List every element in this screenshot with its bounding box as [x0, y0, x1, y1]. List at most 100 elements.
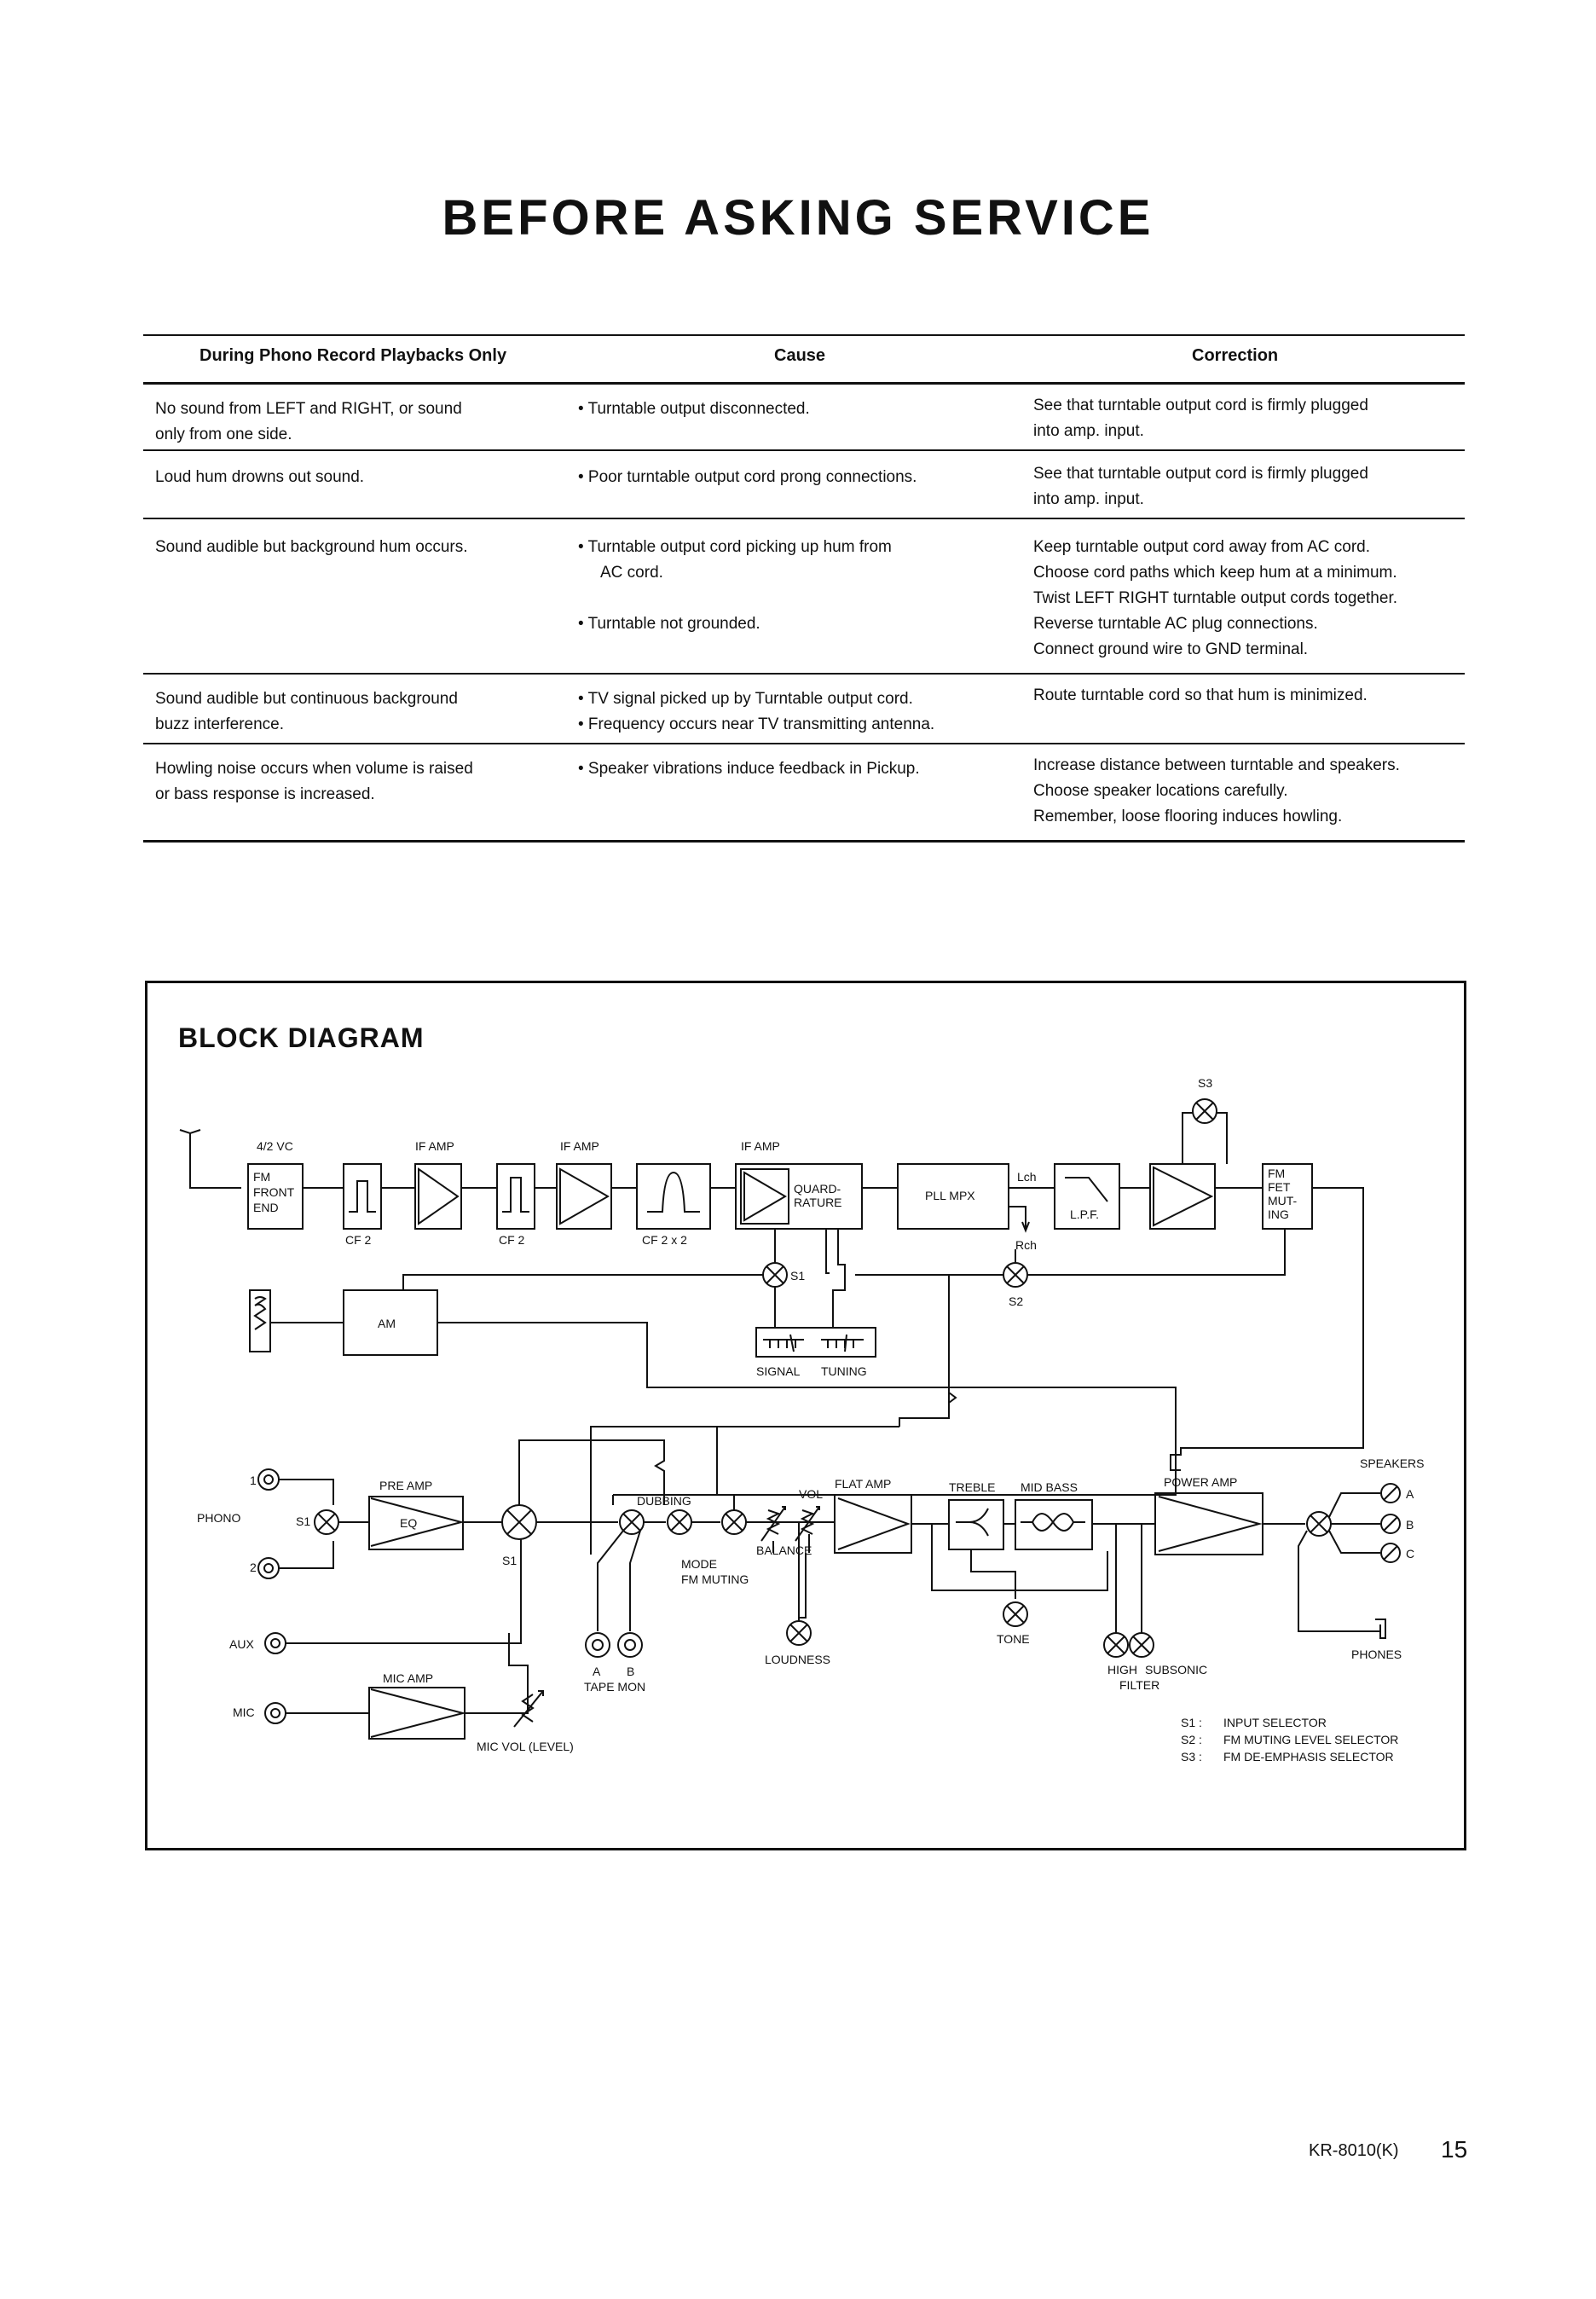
mic-vol-label: MIC VOL (LEVEL)	[477, 1740, 574, 1753]
if-amp-label: IF AMP	[415, 1139, 454, 1153]
lpf-label: L.P.F.	[1070, 1207, 1099, 1221]
quadrature-label: RATURE	[794, 1196, 842, 1209]
balance-control-icon	[760, 1506, 786, 1542]
legend-value: INPUT SELECTOR	[1223, 1716, 1327, 1729]
correction-line: into amp. input.	[1033, 422, 1144, 440]
symptom-line: buzz interference.	[155, 715, 285, 733]
fm-fet-muting-block	[1262, 1163, 1313, 1230]
phono-1-jack-icon	[257, 1468, 280, 1491]
tape-mon-label: TAPE MON	[584, 1680, 645, 1694]
am-label: AM	[378, 1317, 396, 1330]
s1-label: S1	[790, 1269, 805, 1283]
phono-selector-icon	[314, 1509, 339, 1535]
flat-amp-block	[834, 1494, 912, 1554]
troubleshooting-table: During Phono Record Playbacks Only Cause…	[143, 334, 1465, 843]
table-row: Loud hum drowns out sound. • Poor turnta…	[143, 451, 1465, 519]
cause-cell: • Turntable output cord picking up hum f…	[578, 535, 1141, 637]
cf2-label: CF 2	[499, 1233, 525, 1247]
correction-cell: Increase distance between turntable and …	[1033, 753, 1460, 830]
s2-label: S2	[1009, 1294, 1023, 1308]
legend-key: S3 :	[1181, 1750, 1202, 1763]
correction-cell: See that turntable output cord is firmly…	[1033, 461, 1460, 512]
correction-line: See that turntable output cord is firmly…	[1033, 397, 1368, 414]
treble-label: TREBLE	[949, 1480, 995, 1494]
symptom-cell: Loud hum drowns out sound.	[155, 465, 530, 490]
if-amp-2	[556, 1163, 612, 1230]
correction-line: Reverse turntable AC plug connections.	[1033, 615, 1318, 633]
if-amp-label: IF AMP	[741, 1139, 780, 1153]
mode-label: MODE	[681, 1557, 717, 1571]
balance-label: BALANCE	[756, 1543, 812, 1557]
correction-line: into amp. input.	[1033, 490, 1144, 508]
phones-label: PHONES	[1351, 1648, 1402, 1661]
correction-line: See that turntable output cord is firmly…	[1033, 465, 1368, 483]
cause-line: • Turntable output cord picking up hum f…	[578, 538, 892, 556]
mode-switch-icon	[721, 1509, 747, 1535]
tone-label: TONE	[997, 1632, 1030, 1646]
block-diagram-svg: 4/2 VC FM FRONT END CF 2 IF AMP CF 2	[179, 1076, 1424, 1763]
correction-cell: Keep turntable output cord away from AC …	[1033, 535, 1460, 663]
table-row: No sound from LEFT and RIGHT, or sound o…	[143, 385, 1465, 451]
input-1-label: 1	[250, 1474, 257, 1487]
legend-key: S2 :	[1181, 1733, 1202, 1746]
header-cause: Cause	[774, 346, 826, 365]
mid-bass-block	[1015, 1499, 1093, 1550]
speaker-b-terminal-icon	[1380, 1514, 1401, 1534]
treble-block	[948, 1499, 1004, 1550]
symptom-line: Sound audible but background hum occurs.	[155, 538, 468, 556]
cause-cell: • TV signal picked up by Turntable outpu…	[578, 686, 1141, 738]
correction-line: Keep turntable output cord away from AC …	[1033, 538, 1370, 556]
legend-value: FM DE-EMPHASIS SELECTOR	[1223, 1750, 1394, 1763]
table-row: Howling noise occurs when volume is rais…	[143, 744, 1465, 843]
s1-phono-label: S1	[296, 1514, 310, 1528]
phono-2-jack-icon	[257, 1557, 280, 1579]
ceramic-filter-2	[496, 1163, 535, 1230]
speaker-selector-icon	[1306, 1511, 1332, 1537]
mic-jack-icon	[264, 1702, 286, 1724]
antenna-icon	[179, 1129, 241, 1189]
cf2x2-label: CF 2 x 2	[642, 1233, 687, 1247]
table-row: Sound audible but continuous background …	[143, 675, 1465, 744]
speakers-label: SPEAKERS	[1360, 1456, 1424, 1470]
phono-label: PHONO	[197, 1511, 240, 1525]
tape-a-jack-icon	[585, 1632, 610, 1658]
filter-label: FILTER	[1119, 1678, 1159, 1692]
cause-line: • Frequency occurs near TV transmitting …	[578, 715, 935, 733]
signal-tuning-meters	[755, 1327, 876, 1358]
diagram-title: BLOCK DIAGRAM	[178, 1022, 425, 1053]
correction-line: Increase distance between turntable and …	[1033, 756, 1400, 774]
correction-line: Twist LEFT RIGHT turntable output cords …	[1033, 589, 1397, 607]
legend-key: S1 :	[1181, 1716, 1202, 1729]
power-amp-label: POWER AMP	[1164, 1475, 1237, 1489]
cause-line: • Turntable not grounded.	[578, 615, 760, 633]
if-amp-label: IF AMP	[560, 1139, 599, 1153]
cf2-label: CF 2	[345, 1233, 372, 1247]
speaker-c-terminal-icon	[1380, 1543, 1401, 1563]
loudness-label: LOUDNESS	[765, 1653, 830, 1666]
pll-mpx-label: PLL MPX	[925, 1189, 975, 1202]
lch-label: Lch	[1017, 1170, 1037, 1184]
cause-cell: • Speaker vibrations induce feedback in …	[578, 756, 1141, 782]
input-selector-icon	[501, 1504, 537, 1540]
speaker-b-label: B	[1406, 1518, 1414, 1532]
input-2-label: 2	[250, 1561, 257, 1574]
signal-label: SIGNAL	[756, 1364, 801, 1378]
page-number: 15	[1441, 2136, 1468, 2163]
speaker-c-label: C	[1406, 1547, 1414, 1561]
cause-cell: • Turntable output disconnected.	[578, 397, 1141, 422]
mic-amp-label: MIC AMP	[383, 1671, 433, 1685]
fm-front-end-label: END	[253, 1201, 279, 1214]
dubbing-switch-icon	[667, 1509, 692, 1535]
eq-label: EQ	[400, 1516, 417, 1530]
s2-switch-icon	[1003, 1262, 1028, 1288]
symptom-line: only from one side.	[155, 426, 292, 443]
s3-switch-icon	[1192, 1098, 1217, 1124]
mic-amp-block	[368, 1687, 466, 1740]
header-symptom: During Phono Record Playbacks Only	[200, 346, 507, 365]
fm-front-end-block	[247, 1163, 304, 1230]
block-diagram: BLOCK DIAGRAM 4/2 VC FM FRONT END CF 2 I…	[145, 981, 1466, 1850]
s1-selector-label: S1	[502, 1554, 517, 1567]
symptom-cell: Sound audible but background hum occurs.	[155, 535, 530, 560]
s1-switch-icon	[762, 1262, 788, 1288]
rch-label: Rch	[1015, 1238, 1037, 1252]
